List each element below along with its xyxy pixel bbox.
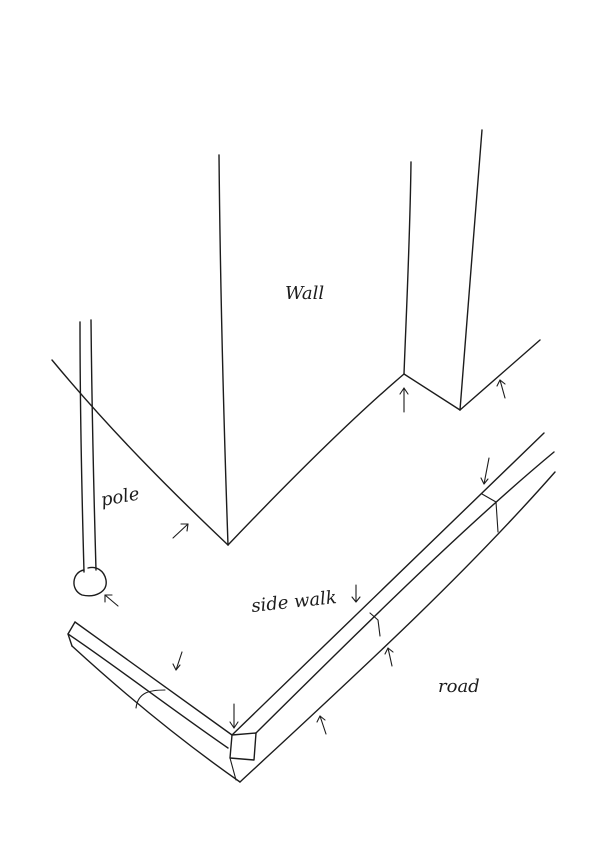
curb-corner-block [229, 732, 257, 761]
wall-drawing [51, 129, 541, 546]
curb-right-joint-2 [481, 493, 499, 533]
curb-right-top [231, 432, 545, 736]
arrow-icon [104, 594, 119, 607]
wall-base-right [459, 339, 541, 411]
curb-corner-face [229, 757, 237, 781]
pole-right-edge [90, 319, 97, 571]
pole-drawing [73, 319, 107, 597]
arrow-icon [496, 379, 506, 399]
wall-recess-vertical [459, 129, 483, 411]
wall-left-edge [218, 154, 229, 546]
curb-left-joint [135, 689, 166, 709]
arrow-icon [172, 523, 189, 539]
wall-recess-base [403, 373, 461, 411]
wall-label: Wall [285, 283, 324, 304]
arrow-icon [172, 651, 183, 671]
pole-label: pole [99, 484, 141, 511]
curb-right-mid [255, 451, 555, 734]
curb-left-bottom [71, 645, 241, 783]
wall-base-middle [227, 373, 405, 546]
arrow-icon [316, 715, 327, 735]
pole-left-edge [79, 321, 85, 573]
curb-drawing [67, 432, 556, 783]
wall-inner-corner [403, 161, 412, 375]
curb-right-bottom [239, 471, 556, 783]
wall-base-left [51, 359, 229, 546]
arrow-icon [399, 387, 409, 413]
curb-left-mid [67, 633, 229, 749]
pole-base [73, 566, 107, 597]
arrows [104, 379, 506, 735]
curb-right-joint-1 [369, 612, 381, 637]
road-label: road [438, 676, 480, 697]
arrow-icon [384, 647, 394, 667]
arrow-icon [480, 457, 490, 485]
sidewalk-label: side walk [250, 587, 337, 617]
curb-left-top [74, 621, 233, 736]
curb-left-end [67, 621, 76, 647]
arrow-icon [229, 703, 239, 729]
arrow-icon [351, 584, 361, 603]
